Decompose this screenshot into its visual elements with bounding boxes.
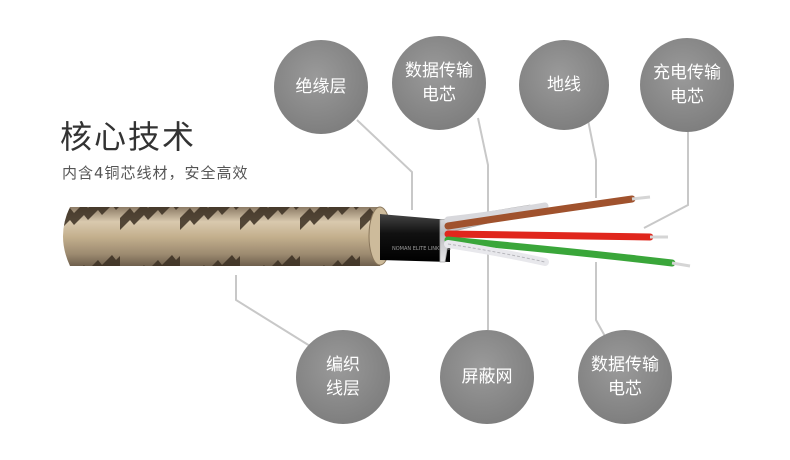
bubble-data-core-bottom: 数据传输 电芯 — [578, 330, 672, 424]
leader-braided-layer — [236, 275, 310, 346]
braided-jacket — [63, 207, 391, 266]
bubble-shield-net: 屏蔽网 — [440, 330, 534, 424]
label-ground: 地线 — [547, 73, 581, 97]
wire-brown — [448, 199, 632, 226]
bubble-braided-layer: 编织 线层 — [296, 330, 390, 424]
bubble-ground: 地线 — [519, 40, 609, 130]
bubble-insulation: 绝缘层 — [274, 40, 368, 134]
label-insulation: 绝缘层 — [296, 75, 347, 99]
label-data-core-bottom: 数据传输 电芯 — [591, 353, 659, 401]
wire-red — [448, 234, 650, 237]
leader-data-core-top — [478, 118, 488, 212]
page-title: 核心技术 — [60, 112, 196, 158]
label-braided-layer: 编织 线层 — [326, 353, 360, 401]
page-subtitle: 内含4铜芯线材，安全高效 — [62, 162, 249, 183]
bubble-charge-core: 充电传输 电芯 — [640, 38, 734, 132]
label-data-core-top: 数据传输 电芯 — [405, 59, 473, 107]
leader-data-core-bottom — [596, 262, 606, 338]
leader-charge-core — [644, 128, 688, 228]
bubble-data-core-top: 数据传输 电芯 — [392, 36, 486, 130]
wires — [448, 197, 690, 266]
label-charge-core: 充电传输 电芯 — [653, 61, 721, 109]
leader-insulation — [357, 120, 412, 210]
label-shield-net: 屏蔽网 — [462, 365, 513, 389]
